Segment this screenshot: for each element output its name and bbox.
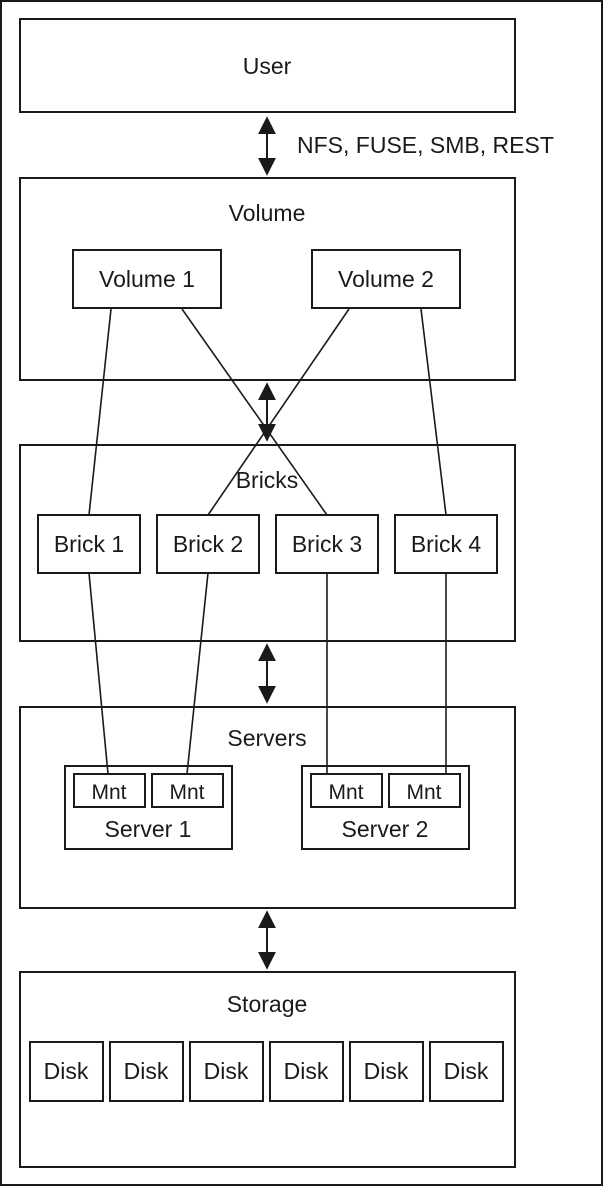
volume-1-box xyxy=(72,249,222,309)
brick-4-label: Brick 4 xyxy=(411,531,482,557)
brick-3-label: Brick 3 xyxy=(292,531,362,557)
disk-5-box xyxy=(349,1041,424,1102)
brick-1-box xyxy=(37,514,141,574)
server-2-mnt-2-box xyxy=(388,773,461,808)
servers-layer: Servers Mnt Mnt Server 1 Mnt Mnt Server … xyxy=(19,706,516,909)
brick-4-box xyxy=(394,514,498,574)
disk-5-label: Disk xyxy=(364,1058,409,1084)
disk-4-label: Disk xyxy=(284,1058,329,1084)
wire-brick1-server1 xyxy=(88,572,109,775)
server-1-label: Server 1 xyxy=(105,816,192,842)
storage-title: Storage xyxy=(227,991,308,1017)
volume-title: Volume xyxy=(229,200,306,226)
volume-2-label: Volume 2 xyxy=(338,266,434,292)
server-2-label: Server 2 xyxy=(342,816,429,842)
disk-4-box xyxy=(269,1041,344,1102)
server-1-mnt-2-label: Mnt xyxy=(169,781,204,804)
user-title: User xyxy=(243,53,292,79)
wire-volume1-brick3 xyxy=(181,308,328,516)
protocols-label: NFS, FUSE, SMB, REST xyxy=(297,132,554,158)
disk-6-box xyxy=(429,1041,504,1102)
wire-volume2-brick4 xyxy=(420,308,447,516)
volume-layer: Volume Volume 1 Volume 2 xyxy=(19,177,516,381)
disk-1-box xyxy=(29,1041,104,1102)
disk-6-label: Disk xyxy=(444,1058,489,1084)
server-1-mnt-1-box xyxy=(73,773,146,808)
disk-3-box xyxy=(189,1041,264,1102)
volume-1-label: Volume 1 xyxy=(99,266,195,292)
brick-2-box xyxy=(156,514,260,574)
storage-layer: Storage Disk Disk Disk Disk Disk Disk xyxy=(19,971,516,1168)
bricks-layer: Brick 1 Brick 2 Brick 3 Brick 4 xyxy=(19,444,516,642)
wire-brick2-server1 xyxy=(186,572,209,775)
disk-3-label: Disk xyxy=(204,1058,249,1084)
user-layer: User xyxy=(19,18,516,113)
server-1-mnt-1-label: Mnt xyxy=(91,781,126,804)
bricks-title: Bricks xyxy=(236,467,299,493)
server-2-mnt-2-label: Mnt xyxy=(406,781,441,804)
wire-volume2-brick2 xyxy=(207,308,350,516)
disk-2-label: Disk xyxy=(124,1058,169,1084)
servers-title: Servers xyxy=(227,725,306,751)
brick-3-box xyxy=(275,514,379,574)
server-2-mnt-1-label: Mnt xyxy=(328,781,363,804)
volume-2-box xyxy=(311,249,461,309)
brick-1-label: Brick 1 xyxy=(54,531,124,557)
brick-2-label: Brick 2 xyxy=(173,531,243,557)
disk-2-box xyxy=(109,1041,184,1102)
connection-wires xyxy=(88,308,447,775)
disk-1-label: Disk xyxy=(44,1058,89,1084)
wire-volume1-brick1 xyxy=(88,308,112,516)
user-box xyxy=(19,18,516,113)
server-2-mnt-1-box xyxy=(310,773,383,808)
